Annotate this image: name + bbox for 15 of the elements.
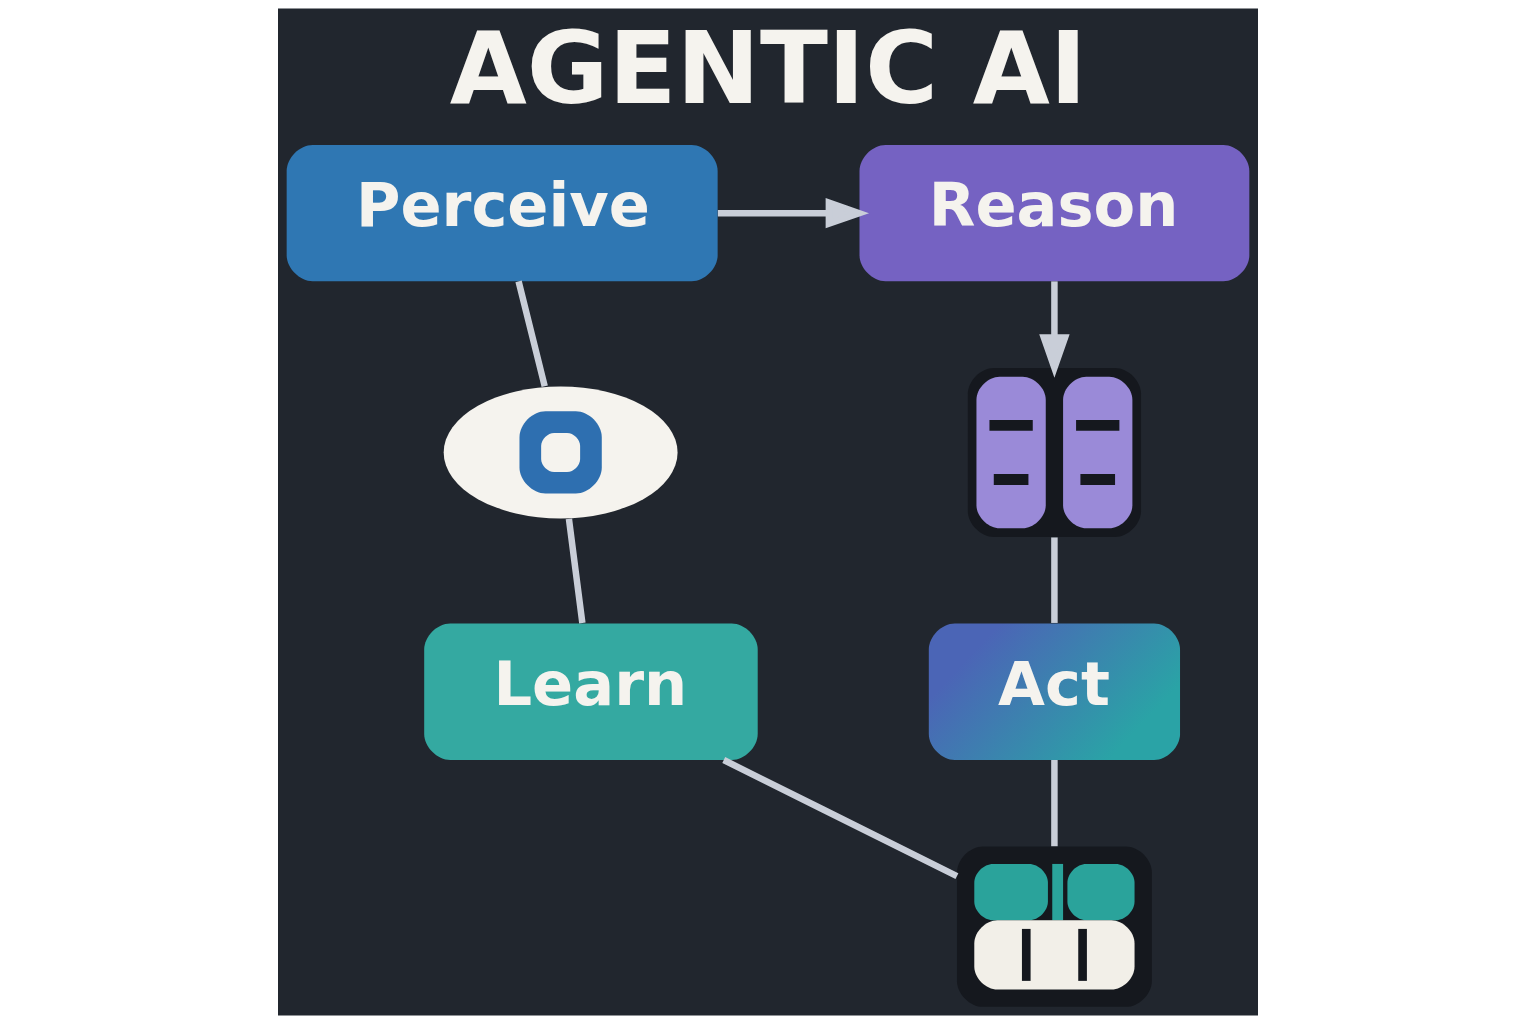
connector — [1051, 760, 1058, 847]
diagram-title: AGENTIC AI — [449, 11, 1087, 127]
connector — [1051, 537, 1058, 623]
node-box: Learn — [424, 623, 758, 760]
node-box: Perceive — [286, 144, 718, 282]
node-picture — [956, 846, 1152, 1007]
node-picture — [967, 368, 1142, 537]
arrow — [717, 197, 870, 229]
connector — [565, 518, 586, 624]
node-box: Act — [928, 623, 1181, 760]
node-box: Reason — [859, 144, 1250, 282]
node-picture — [443, 386, 678, 519]
connector — [515, 280, 548, 388]
connector — [722, 757, 959, 879]
arrow — [1039, 281, 1070, 378]
